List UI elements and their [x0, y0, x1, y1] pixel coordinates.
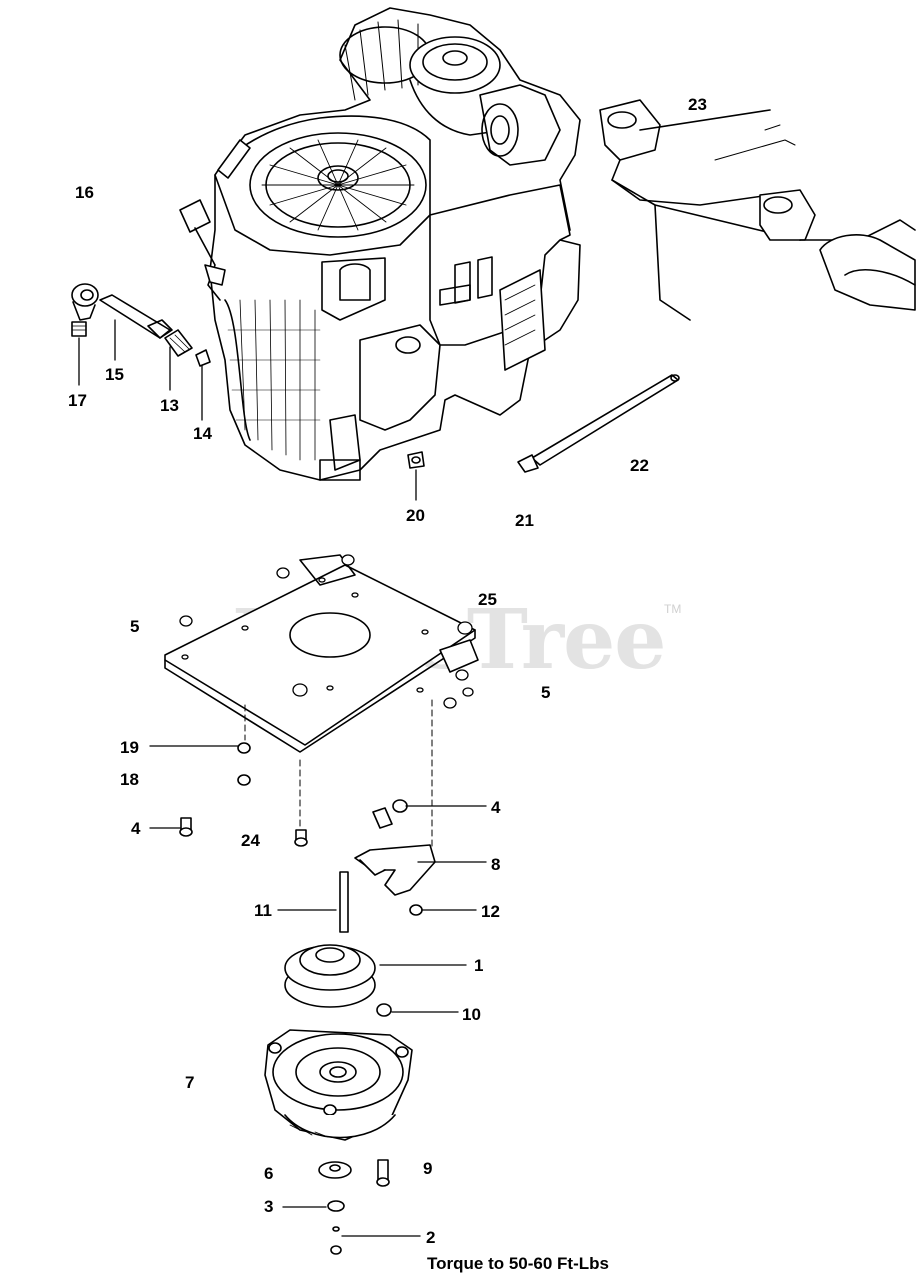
callout-19: 19: [120, 738, 139, 757]
callout-17: 17: [68, 391, 87, 410]
callout-7: 7: [185, 1073, 195, 1092]
callout-15: 15: [105, 365, 124, 384]
small-hardware: [179, 742, 408, 847]
pulley: [284, 944, 376, 1008]
leader-lines: [78, 319, 487, 1237]
fitting-parts: [71, 283, 211, 367]
callout-10: 10: [462, 1005, 481, 1024]
callout-4-right: 4: [491, 798, 501, 817]
mount-plate: [164, 554, 479, 931]
torque-note: Torque to 50-60 Ft-Lbs: [427, 1254, 609, 1273]
callout-13: 13: [160, 396, 179, 415]
callout-20: 20: [406, 506, 425, 525]
callout-22: 22: [630, 456, 649, 475]
callout-18: 18: [120, 770, 139, 789]
pin: [339, 871, 349, 933]
callout-5-right: 5: [541, 683, 551, 702]
callout-5-left: 5: [130, 617, 140, 636]
nut: [376, 1003, 392, 1017]
callout-1: 1: [474, 956, 484, 975]
watermark-tm: TM: [664, 602, 682, 616]
callout-9: 9: [423, 1159, 433, 1178]
muffler: [599, 99, 916, 321]
callout-21: 21: [515, 511, 534, 530]
callout-25: 25: [478, 590, 497, 609]
callout-8: 8: [491, 855, 501, 874]
callout-24: 24: [241, 831, 260, 850]
callout-4-left: 4: [131, 819, 141, 838]
electric-clutch: [264, 1029, 413, 1141]
bottom-hardware: [318, 1159, 390, 1255]
callout-14: 14: [193, 424, 212, 443]
callout-12: 12: [481, 902, 500, 921]
dipstick-tube: [407, 374, 680, 473]
engine: [179, 7, 581, 481]
callout-11: 11: [254, 901, 272, 920]
clutch-bracket: [354, 844, 436, 916]
callout-16: 16: [75, 183, 94, 202]
callout-2: 2: [426, 1228, 436, 1247]
callout-3: 3: [264, 1197, 274, 1216]
callout-6: 6: [264, 1164, 274, 1183]
callout-23: 23: [688, 95, 707, 114]
